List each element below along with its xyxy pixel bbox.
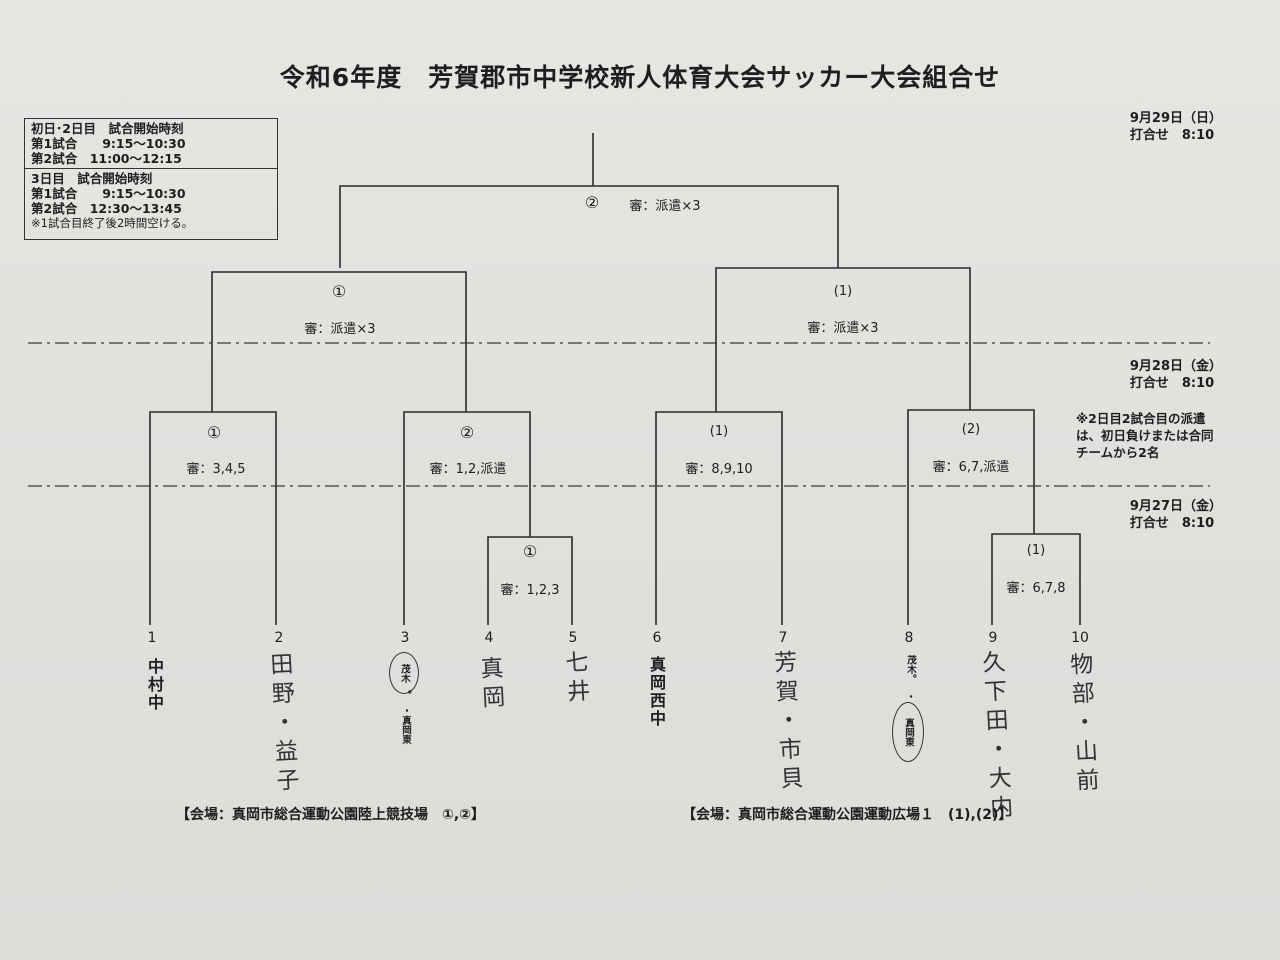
semi-right-referee: 審：派遣×3	[807, 321, 879, 336]
bracket-line-q3	[655, 411, 783, 625]
side-note-line: は、初日負けまたは合同	[1076, 428, 1214, 443]
date-day1: 9月27日（金） 打合せ 8:10	[1130, 498, 1222, 532]
team-number: 4	[484, 630, 494, 646]
team-name-3-bottom: ・真岡東	[400, 706, 411, 744]
q2-referee: 審：1,2,派遣	[429, 462, 507, 477]
side-note-line: ※2日目2試合目の派遣	[1076, 411, 1206, 426]
team-8-circle: 真岡東	[892, 702, 924, 762]
r1-left-referee: 審：1,2,3	[500, 583, 560, 598]
team-number: 1	[147, 630, 157, 646]
team-name-1: 中村中	[145, 658, 164, 712]
bracket-line-r1-right	[991, 533, 1081, 625]
q3-mark: (1)	[709, 424, 729, 439]
schedule-line: 第1試合 9:15～10:30	[31, 186, 186, 201]
schedule-section-day3: 3日目 試合開始時刻 第1試合 9:15～10:30 第2試合 12:30～13…	[25, 168, 277, 233]
team-name-3-top: 茂木	[399, 663, 410, 683]
schedule-section-day1-2: 初日･2日目 試合開始時刻 第1試合 9:15～10:30 第2試合 11:00…	[25, 119, 277, 168]
schedule-heading: 3日目 試合開始時刻	[31, 171, 153, 186]
schedule-line: 第1試合 9:15～10:30	[31, 136, 186, 151]
team-number: 5	[568, 630, 578, 646]
r1-left-mark: ①	[522, 542, 538, 561]
team-number: 9	[988, 630, 998, 646]
semi-left-mark: ①	[331, 282, 347, 301]
r1-right-referee: 審：6,7,8	[1006, 581, 1066, 596]
date-day2: 9月28日（金） 打合せ 8:10	[1130, 358, 1222, 392]
semi-left-referee: 審：派遣×3	[304, 322, 376, 337]
schedule-heading: 初日･2日目 試合開始時刻	[31, 121, 184, 136]
team-name-5: 七井	[560, 649, 590, 709]
q4-referee: 審：6,7,派遣	[932, 460, 1010, 475]
r1-right-mark: (1)	[1026, 543, 1046, 558]
bracket-line-semi-right	[715, 267, 971, 412]
semi-right-mark: (1)	[833, 284, 853, 299]
bracket-line-final	[339, 185, 839, 268]
team-number: 10	[1071, 630, 1089, 646]
q1-referee: 審：3,4,5	[186, 462, 246, 477]
bracket-line-q1	[149, 411, 277, 625]
date-label: 9月28日（金）	[1129, 359, 1222, 374]
team-number: 8	[904, 630, 914, 646]
date-day3: 9月29日（日） 打合せ 8:10	[1130, 110, 1222, 144]
team-name-8-mid: ・	[904, 692, 915, 702]
q4-mark: (2)	[961, 422, 981, 437]
page-title: 令和6年度 芳賀郡市中学校新人体育大会サッカー大会組合せ	[279, 63, 1001, 92]
schedule-line: 第2試合 12:30～13:45	[31, 201, 182, 216]
bracket-line-r1-left	[487, 536, 573, 625]
final-mark: ②	[584, 193, 600, 212]
final-referee: 審：派遣×3	[629, 199, 701, 214]
team-name-3-mid: 。	[400, 690, 411, 700]
bracket-line-semi-left	[211, 271, 467, 412]
team-number: 7	[778, 630, 788, 646]
q3-referee: 審：8,9,10	[685, 462, 753, 477]
team-3-circle: 茂木	[389, 652, 419, 694]
meeting-time: 打合せ 8:10	[1129, 516, 1215, 531]
team-name-8-bottom: 真岡東	[903, 717, 914, 747]
schedule-note: ※1試合目終了後2時間空ける。	[31, 216, 194, 230]
team-name-8-top: 茂木。	[905, 655, 916, 684]
team-number: 3	[400, 630, 410, 646]
venue-right: 【会場：真岡市総合運動公園運動広場１ (1),(2)】	[682, 807, 1013, 823]
venue-left: 【会場：真岡市総合運動公園陸上競技場 ①,②】	[176, 807, 486, 823]
referee-side-note: ※2日目2試合目の派遣 は、初日負けまたは合同 チームから2名	[1076, 410, 1214, 461]
bracket-line-q2	[403, 411, 531, 625]
date-label: 9月27日（金）	[1129, 499, 1222, 514]
q1-mark: ①	[206, 423, 222, 442]
meeting-time: 打合せ 8:10	[1129, 128, 1215, 143]
meeting-time: 打合せ 8:10	[1129, 376, 1215, 391]
team-name-6: 真岡西中	[647, 656, 666, 728]
bracket-line-q4	[907, 409, 1035, 625]
team-name-4: 真岡	[475, 655, 505, 715]
date-label: 9月29日（日）	[1129, 111, 1222, 126]
schedule-line: 第2試合 11:00～12:15	[31, 151, 182, 166]
q2-mark: ②	[459, 423, 475, 442]
schedule-box: 初日･2日目 試合開始時刻 第1試合 9:15～10:30 第2試合 11:00…	[24, 118, 278, 240]
team-number: 6	[652, 630, 662, 646]
team-number: 2	[274, 630, 284, 646]
side-note-line: チームから2名	[1076, 445, 1160, 460]
